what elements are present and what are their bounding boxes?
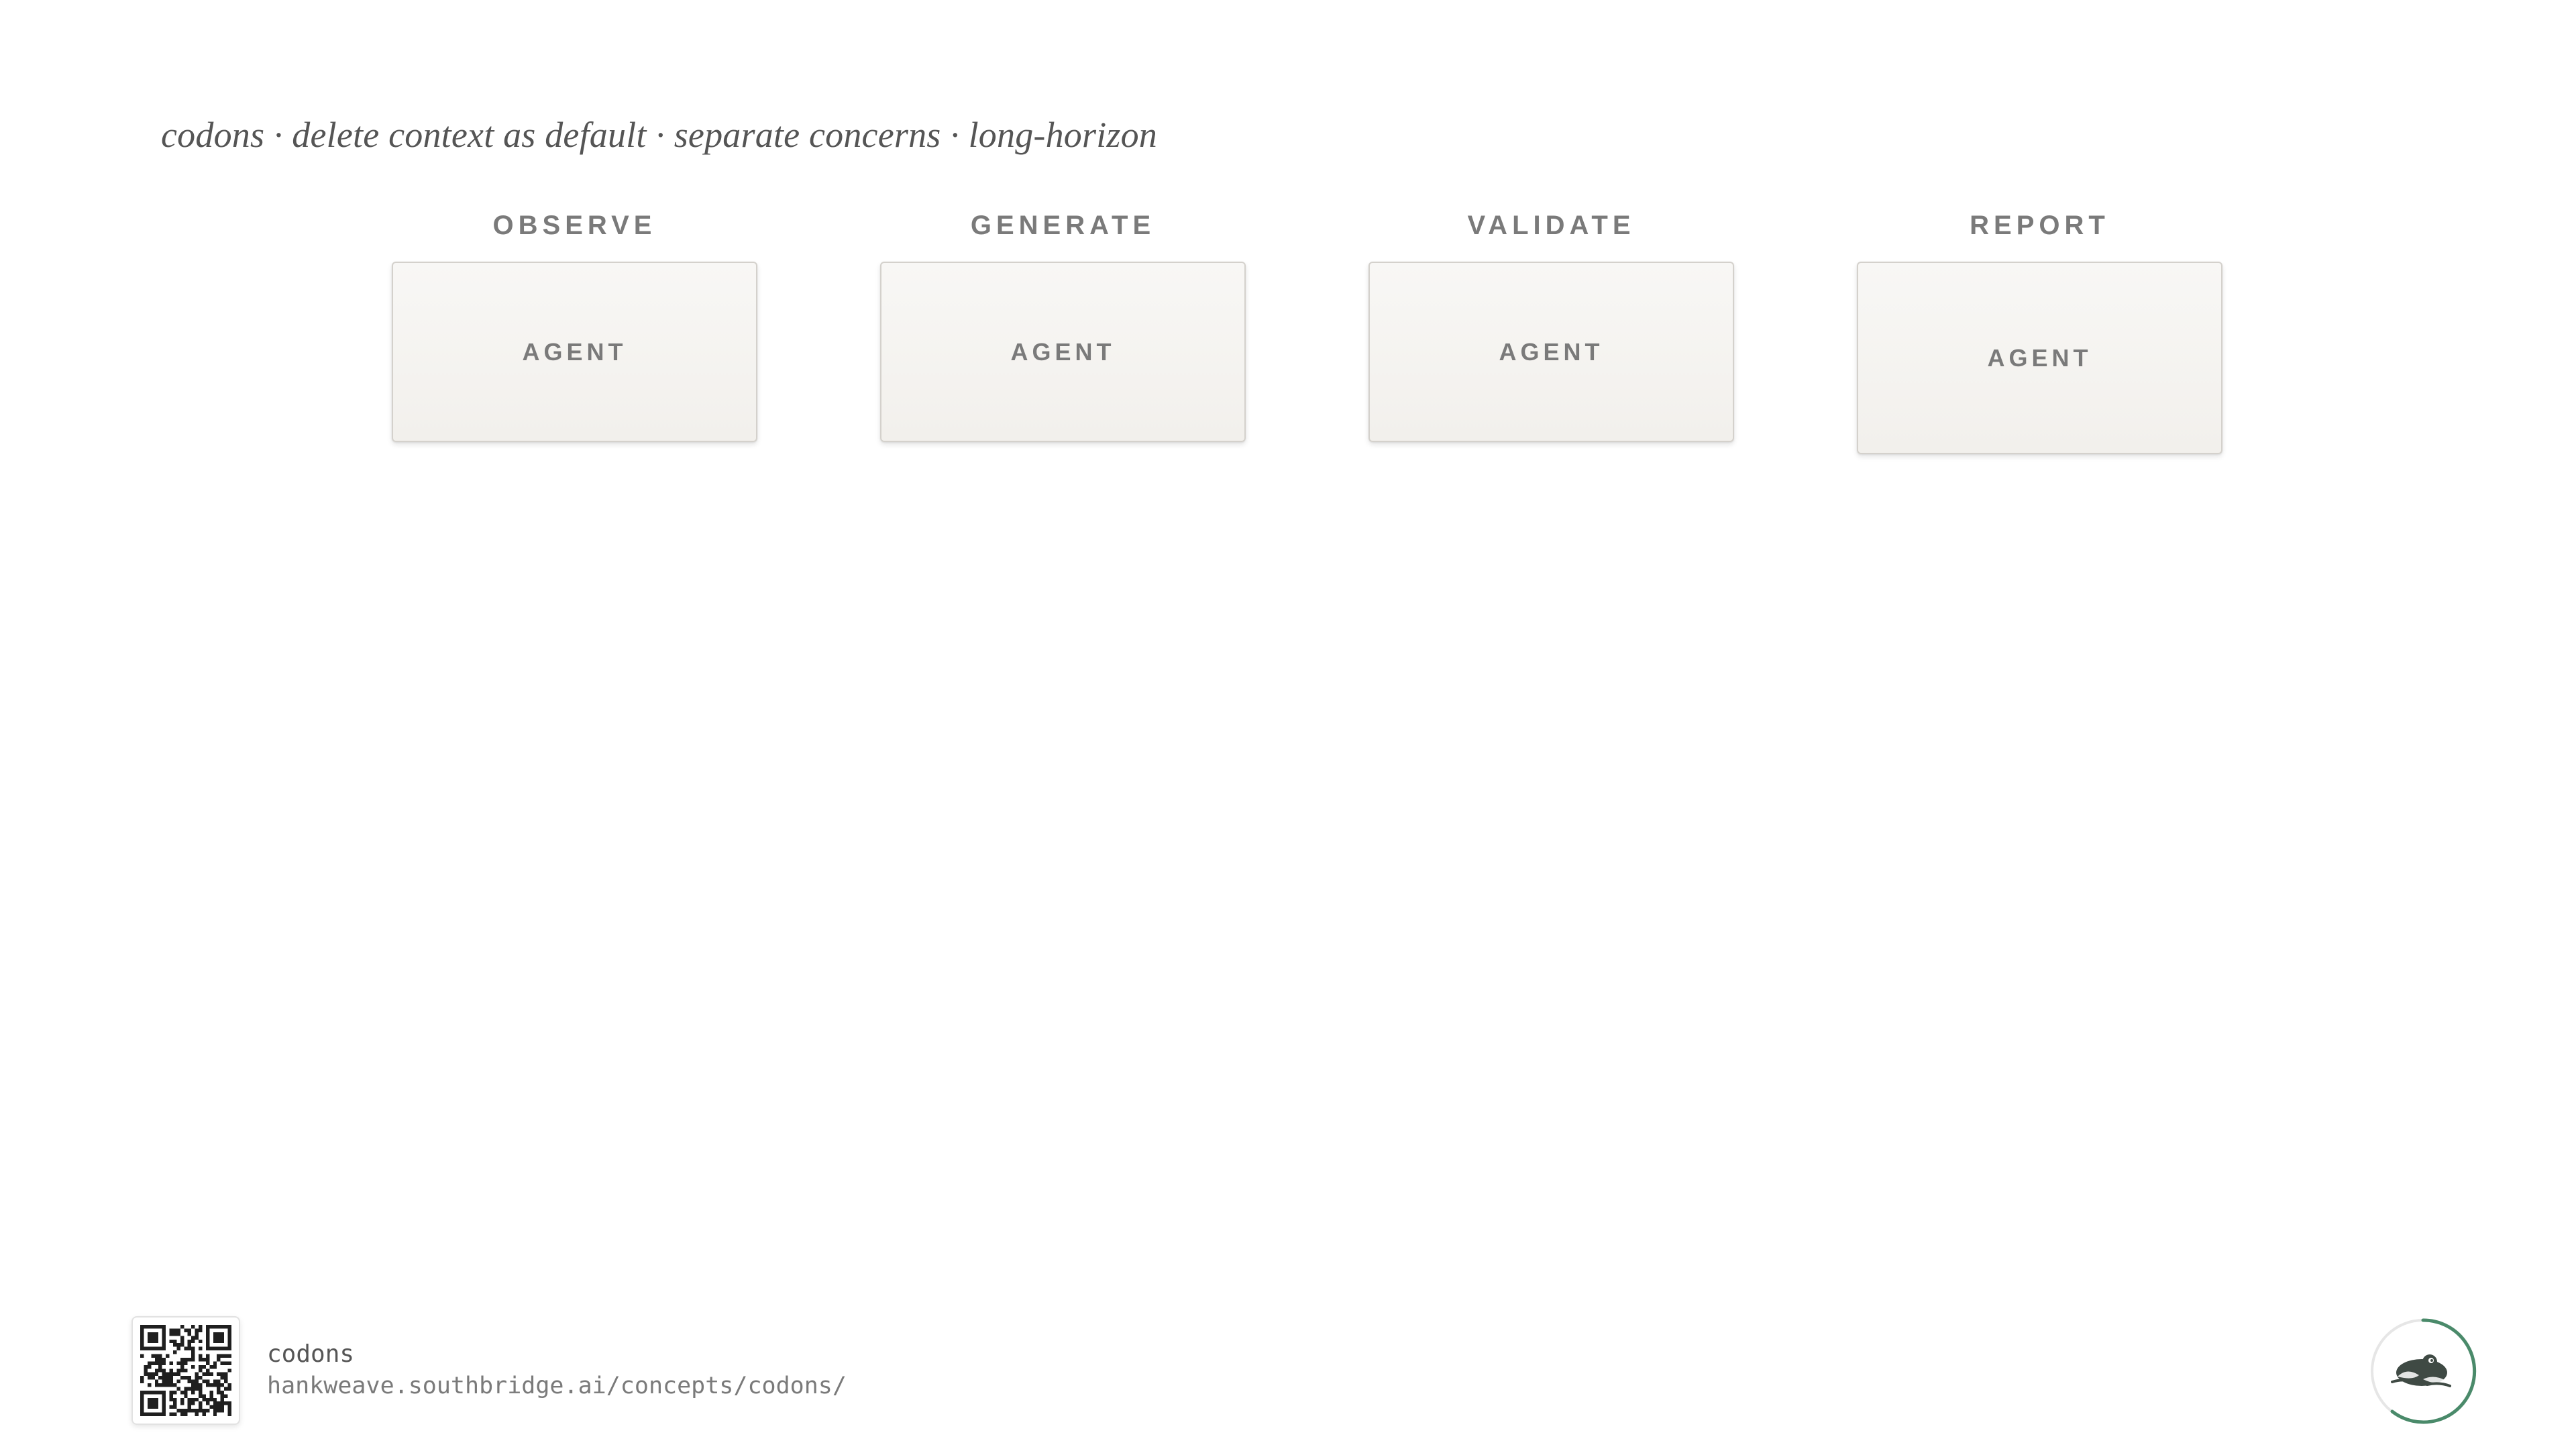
stage-validate: VALIDATE AGENT [1368,207,1734,442]
qr-code-card[interactable] [131,1316,240,1425]
agent-box: AGENT [1857,262,2222,454]
footer-url-link[interactable]: hankweave.southbridge.ai/concepts/codons… [267,1373,847,1399]
agent-label: AGENT [522,337,627,366]
qr-code-icon [140,1325,231,1416]
stage-generate: GENERATE AGENT [880,207,1246,442]
agent-box: AGENT [880,262,1246,442]
logo-badge[interactable] [2369,1318,2477,1425]
footer-title: codons [267,1340,355,1368]
stage-label: GENERATE [970,211,1156,240]
frog-logo-icon [2369,1318,2477,1425]
stage-observe: OBSERVE AGENT [392,207,757,442]
agent-label: AGENT [1499,337,1604,366]
stage-label: VALIDATE [1467,211,1635,240]
stage-label: REPORT [1970,211,2110,240]
page-subtitle: codons · delete context as default · sep… [161,115,1158,155]
agent-box: AGENT [392,262,757,442]
agent-box: AGENT [1368,262,1734,442]
agent-label: AGENT [1010,337,1116,366]
stage-report: REPORT AGENT [1857,207,2222,454]
stage-label: OBSERVE [492,211,657,240]
agent-label: AGENT [1987,343,2092,372]
